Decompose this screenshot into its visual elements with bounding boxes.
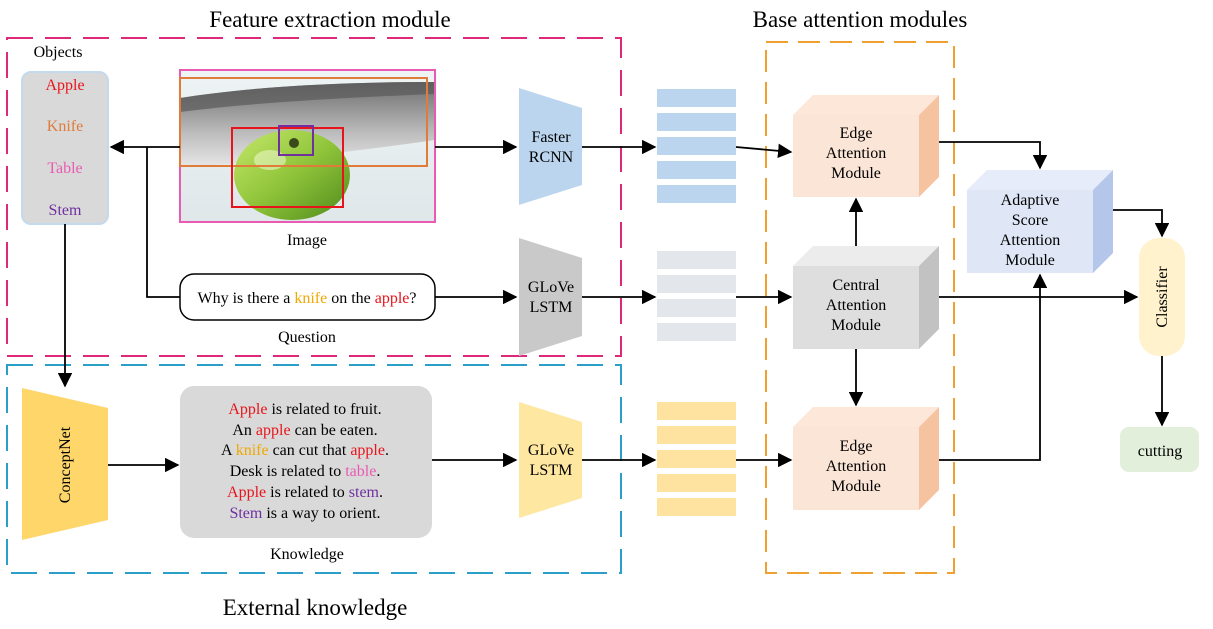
- question-text: Why is there a knife on the apple?: [197, 290, 416, 307]
- image-caption: Image: [287, 232, 327, 249]
- object-stem: Stem: [49, 202, 82, 219]
- knowledge-line: Stem is a way to orient.: [229, 505, 380, 522]
- question-feature-stack: [657, 251, 736, 341]
- object-apple: Apple: [45, 77, 84, 94]
- knowledge-box: [180, 386, 432, 538]
- knowledge-lines: Apple is related to fruit. An apple can …: [221, 401, 389, 522]
- image-feature-stack: [657, 89, 736, 203]
- knowledge-caption: Knowledge: [270, 546, 344, 563]
- object-table: Table: [47, 160, 82, 177]
- connectors: [57, 139, 1170, 473]
- external-knowledge-region: [6, 364, 622, 574]
- feature-extraction-title: Feature extraction module: [209, 7, 450, 32]
- glove-lstm-question-encoder: [519, 238, 582, 356]
- answer-label: cutting: [1138, 443, 1182, 460]
- adaptive-score-attention-module: [967, 170, 1113, 273]
- question-caption: Question: [278, 329, 336, 346]
- input-image: [179, 69, 436, 223]
- faster-rcnn-encoder: [519, 88, 582, 205]
- knowledge-line: Apple is related to fruit.: [228, 401, 381, 418]
- answer-box: [1120, 427, 1199, 472]
- knowledge-line: A knife can cut that apple.: [221, 442, 389, 459]
- objects-heading: Objects: [34, 44, 83, 61]
- glove-lstm-knowledge-encoder: [519, 402, 582, 518]
- edge-attention-module-top: [793, 95, 939, 197]
- conceptnet-label: ConceptNet: [57, 426, 74, 503]
- knowledge-feature-stack: [657, 402, 736, 516]
- knowledge-line: Desk is related to table.: [230, 463, 381, 480]
- conceptnet-encoder: [22, 388, 108, 540]
- base-attention-title: Base attention modules: [753, 7, 968, 32]
- base-attention-region: [765, 41, 955, 574]
- feature-extraction-region: [6, 37, 622, 357]
- central-attention-module: [793, 246, 939, 349]
- external-knowledge-title: External knowledge: [223, 595, 408, 620]
- knowledge-line: Apple is related to stem.: [227, 484, 383, 501]
- object-knife: Knife: [47, 118, 83, 135]
- knowledge-line: An apple can be eaten.: [232, 422, 377, 439]
- classifier-label: Classifier: [1154, 266, 1171, 328]
- edge-attention-module-bottom: [793, 407, 939, 510]
- classifier-box: [1139, 238, 1185, 356]
